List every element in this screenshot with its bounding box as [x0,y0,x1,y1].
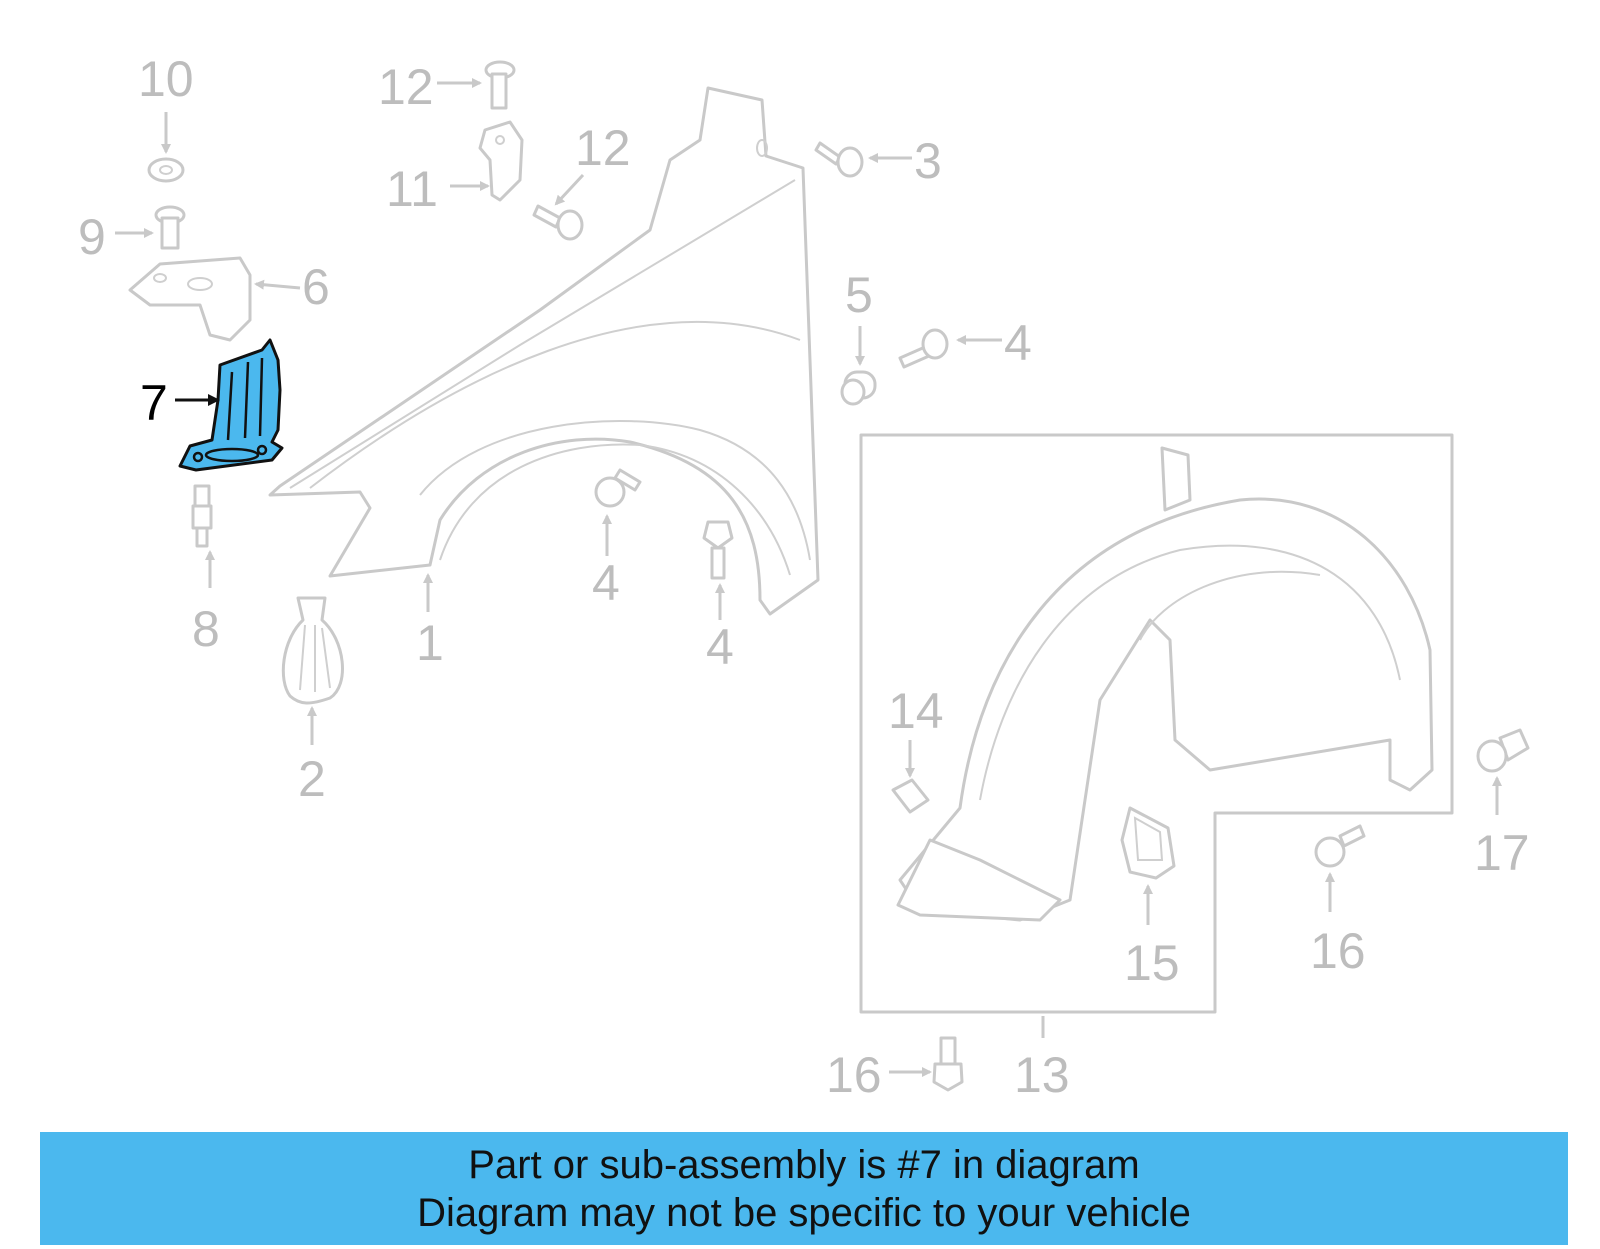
label-8: 8 [192,601,220,657]
clip-14-part [891,778,930,814]
label-2: 2 [298,751,326,807]
label-4-low: 4 [706,619,734,675]
bolt-12-lower-part [532,204,584,241]
label-15: 15 [1124,935,1180,991]
fender-part [268,86,820,616]
leader-arrows [115,78,1502,1077]
label-4-right: 4 [1004,315,1032,371]
label-11: 11 [386,161,438,217]
washer-10-part [147,157,185,183]
label-17: 17 [1474,825,1530,881]
clip-17-part [1476,728,1530,773]
grommet-15-part [1120,806,1176,880]
label-3: 3 [914,133,942,189]
label-10: 10 [138,51,194,107]
bolt-4-mid-part [594,468,642,508]
banner-line-2: Diagram may not be specific to your vehi… [417,1190,1191,1235]
label-6: 6 [302,259,330,315]
spacer-5-part [840,370,877,406]
highlighted-bracket-7[interactable] [178,338,284,472]
bracket-6-part [128,256,252,342]
label-13: 13 [1014,1047,1070,1103]
bolt-12-upper-part [484,60,516,110]
liner-13-group [859,433,1454,1014]
bolt-9-part [154,205,186,250]
bolt-4-low-part [702,520,734,580]
label-5: 5 [845,267,873,323]
label-4-mid: 4 [592,555,620,611]
label-14: 14 [888,683,944,739]
label-12-mid: 12 [575,120,631,176]
bolt-3-part [814,141,864,178]
info-banner: Part or sub-assembly is #7 in diagram Di… [40,1132,1568,1245]
label-9: 9 [78,209,106,265]
clip-8-part [191,484,213,548]
callout-labels: 10 9 6 7 8 2 1 12 11 12 3 5 4 4 4 14 15 … [78,51,1530,1103]
bolt-4-upper-part [898,328,949,369]
label-16-bottom: 16 [826,1047,882,1103]
bolt-16-right-part [1314,824,1366,868]
pad-part [281,596,344,705]
label-16-right: 16 [1310,923,1366,979]
bracket-11-part [478,120,524,202]
banner-line-1: Part or sub-assembly is #7 in diagram [468,1142,1140,1187]
bolt-16-bottom-part [932,1036,964,1092]
label-12-top: 12 [378,59,434,115]
label-7[interactable]: 7 [140,375,168,431]
label-1: 1 [416,615,444,671]
